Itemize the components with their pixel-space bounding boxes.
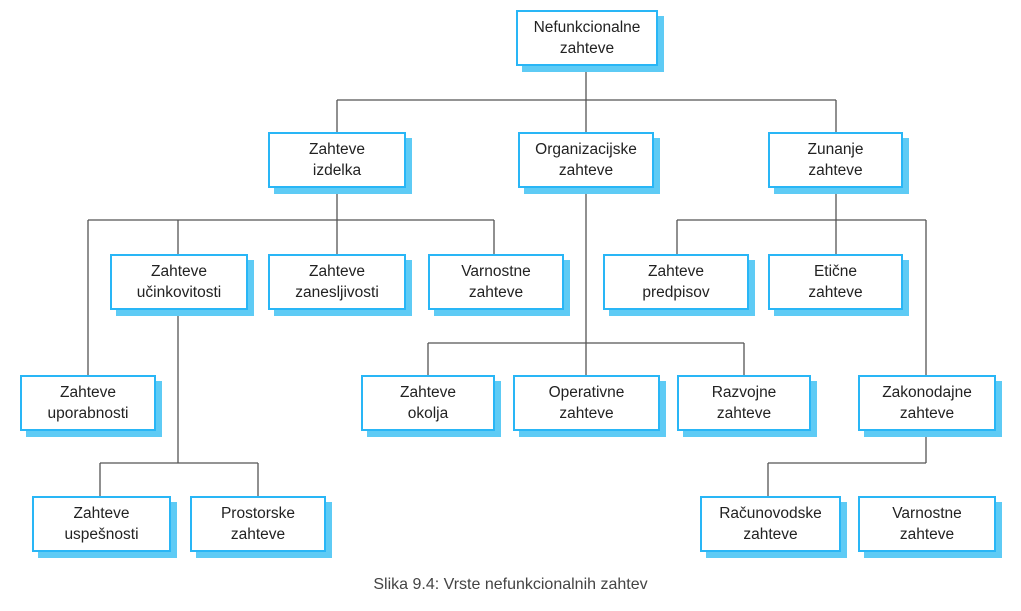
node-label-line: zahteve (743, 526, 798, 543)
node-prostorske: Prostorske zahteve (190, 496, 326, 552)
node-label-line: zahteve (808, 284, 863, 301)
figure-caption: Slika 9.4: Vrste nefunkcionalnih zahtev (373, 576, 648, 593)
node-eticne: Etične zahteve (768, 254, 903, 310)
node-racunovodske: Računovodske zahteve (700, 496, 841, 552)
node-operativne: Operativne zahteve (513, 375, 660, 431)
node-label-line: Operativne (548, 384, 625, 401)
node-label-line: Nefunkcionalne (533, 19, 641, 36)
node-predpisov: Zahteve predpisov (603, 254, 749, 310)
node-label-line: Zahteve (647, 263, 704, 280)
node-label-line: Zakonodajne (882, 384, 972, 401)
node-label-line: zahteve (559, 40, 615, 57)
node-organizacijske: Organizacijske zahteve (518, 132, 654, 188)
node-label-line: Računovodske (719, 505, 822, 522)
node-izdelka: Zahteve izdelka (268, 132, 406, 188)
node-varnostne1: Varnostne zahteve (428, 254, 564, 310)
node-okolja: Zahteve okolja (361, 375, 495, 431)
node-label-line: Razvojne (711, 384, 777, 401)
node-label-line: Organizacijske (535, 141, 637, 158)
node-label-line: učinkovitosti (136, 284, 222, 301)
node-label-line: Etične (813, 263, 858, 280)
node-label-line: zahteve (558, 162, 614, 179)
node-uspesnosti: Zahteve uspešnosti (32, 496, 171, 552)
node-label-line: zahteve (808, 162, 863, 179)
node-label-line: zahteve (230, 526, 286, 543)
node-label-line: zahteve (899, 405, 955, 422)
node-label-line: Zahteve (308, 141, 365, 158)
node-zakonodajne: Zakonodajne zahteve (858, 375, 996, 431)
node-razvojne: Razvojne zahteve (677, 375, 811, 431)
node-label-line: Varnostne (892, 505, 962, 522)
node-label-line: Zunanje (807, 141, 864, 158)
node-label-line: izdelka (312, 162, 362, 179)
node-label-line: Zahteve (308, 263, 365, 280)
node-label-line: zahteve (899, 526, 955, 543)
node-uporabnosti: Zahteve uporabnosti (20, 375, 156, 431)
node-zanesljivosti: Zahteve zanesljivosti (268, 254, 406, 310)
node-label-line: zahteve (559, 405, 614, 422)
node-label-line: Zahteve (150, 263, 207, 280)
node-label-line: Zahteve (73, 505, 130, 522)
node-label-line: zahteve (468, 284, 524, 301)
node-label-line: uspešnosti (64, 526, 139, 543)
node-label-line: uporabnosti (47, 405, 129, 422)
node-zunanje: Zunanje zahteve (768, 132, 903, 188)
node-label-line: Varnostne (461, 263, 531, 280)
node-label-line: zanesljivosti (295, 284, 379, 301)
node-label-line: Zahteve (399, 384, 456, 401)
node-root: Nefunkcionalne zahteve (516, 10, 658, 66)
node-label-line: okolja (407, 405, 449, 422)
node-label-line: zahteve (716, 405, 772, 422)
node-label-line: Zahteve (59, 384, 116, 401)
node-varnostne2: Varnostne zahteve (858, 496, 996, 552)
node-ucinkovitosti: Zahteve učinkovitosti (110, 254, 248, 310)
node-label-line: Prostorske (220, 505, 296, 522)
node-label-line: predpisov (642, 284, 710, 301)
